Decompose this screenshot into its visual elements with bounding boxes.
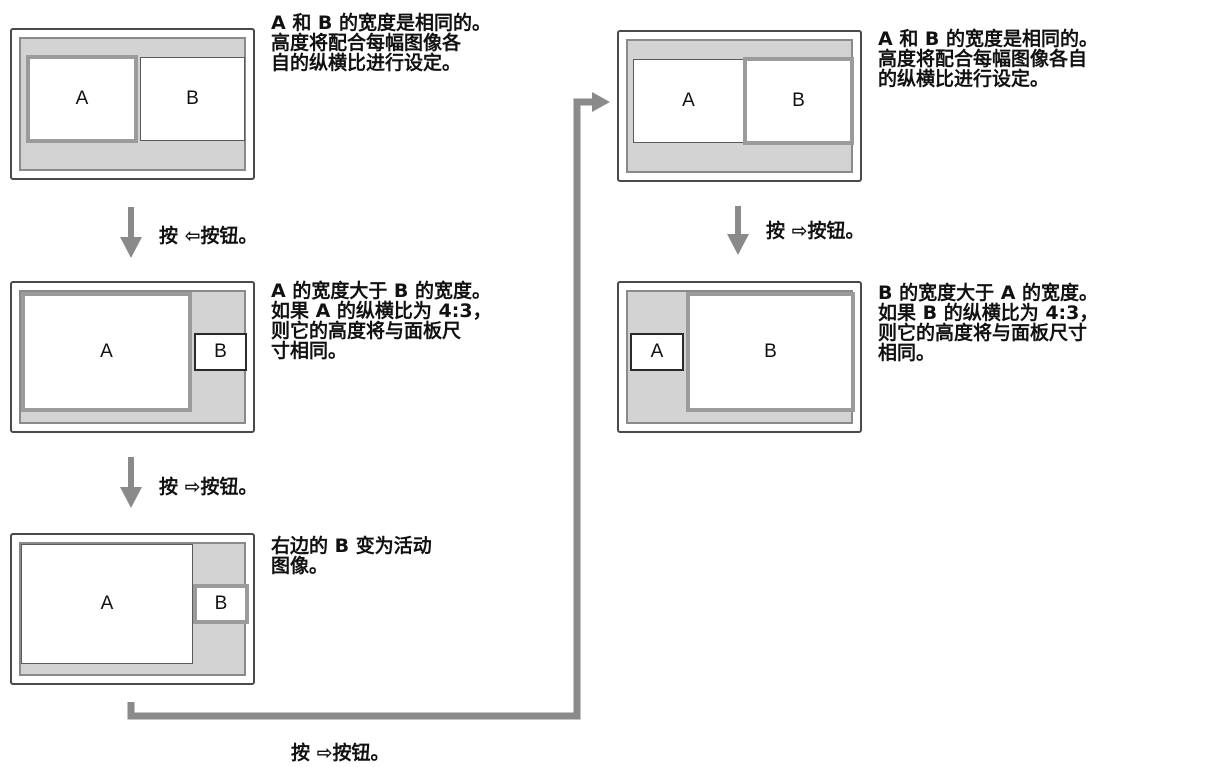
panel-screen: A B bbox=[626, 290, 855, 424]
label-a: A bbox=[682, 90, 695, 111]
connector-arrow bbox=[127, 98, 594, 720]
window-a: A bbox=[26, 55, 138, 143]
note-panel1: A 和 B 的宽度是相同的。 高度将配合每幅图像各 自的纵横比进行设定。 bbox=[271, 12, 492, 74]
window-a: A bbox=[630, 333, 684, 371]
step-label-3: 按 ⇨按钮。 bbox=[291, 742, 390, 764]
down-arrow-3-head bbox=[727, 234, 749, 255]
step-label-4: 按 ⇨按钮。 bbox=[766, 220, 865, 242]
label-a: A bbox=[75, 88, 89, 109]
panel-screen: A B bbox=[19, 290, 247, 424]
step-label-2: 按 ⇨按钮。 bbox=[159, 476, 258, 498]
label-b: B bbox=[214, 593, 228, 614]
step-label-1: 按 ⇦按钮。 bbox=[159, 225, 258, 247]
window-b: B bbox=[194, 333, 247, 371]
down-arrow-2 bbox=[128, 457, 134, 489]
window-a: A bbox=[21, 292, 192, 412]
note-panel5: B 的宽度大于 A 的宽度。 如果 B 的纵横比为 4:3， 则它的高度将与面板… bbox=[878, 282, 1099, 364]
label-b: B bbox=[214, 341, 227, 362]
window-b: B bbox=[140, 57, 245, 141]
panel-equal-width-left: A B bbox=[10, 28, 255, 180]
label-b: B bbox=[792, 90, 805, 111]
window-b: B bbox=[193, 584, 249, 624]
panel-b-active: A B bbox=[10, 533, 255, 685]
note-panel2: A 的宽度大于 B 的宽度。 如果 A 的纵横比为 4:3， 则它的高度将与面板… bbox=[271, 280, 492, 362]
connector-arrow-head bbox=[592, 92, 610, 112]
down-arrow-1 bbox=[128, 207, 134, 239]
window-a: A bbox=[633, 59, 744, 143]
note-panel3: 右边的 B 变为活动 图像。 bbox=[271, 535, 432, 577]
panel-screen: A B bbox=[19, 37, 246, 171]
label-b: B bbox=[764, 341, 777, 362]
panel-screen: A B bbox=[19, 542, 249, 676]
label-a: A bbox=[100, 341, 113, 362]
panel-b-wider: A B bbox=[617, 281, 862, 433]
panel-screen: A B bbox=[626, 39, 854, 173]
label-a: A bbox=[100, 593, 114, 614]
window-b: B bbox=[686, 292, 855, 412]
down-arrow-2-head bbox=[120, 487, 142, 508]
panel-a-wider: A B bbox=[10, 281, 255, 433]
label-a: A bbox=[650, 341, 664, 362]
down-arrow-3 bbox=[735, 206, 741, 236]
note-panel4: A 和 B 的宽度是相同的。 高度将配合每幅图像各自 的纵横比进行设定。 bbox=[878, 28, 1099, 90]
window-a: A bbox=[21, 544, 193, 664]
label-b: B bbox=[186, 88, 199, 109]
down-arrow-1-head bbox=[120, 237, 142, 258]
window-b: B bbox=[743, 57, 854, 145]
panel-equal-width-right: A B bbox=[617, 30, 862, 182]
